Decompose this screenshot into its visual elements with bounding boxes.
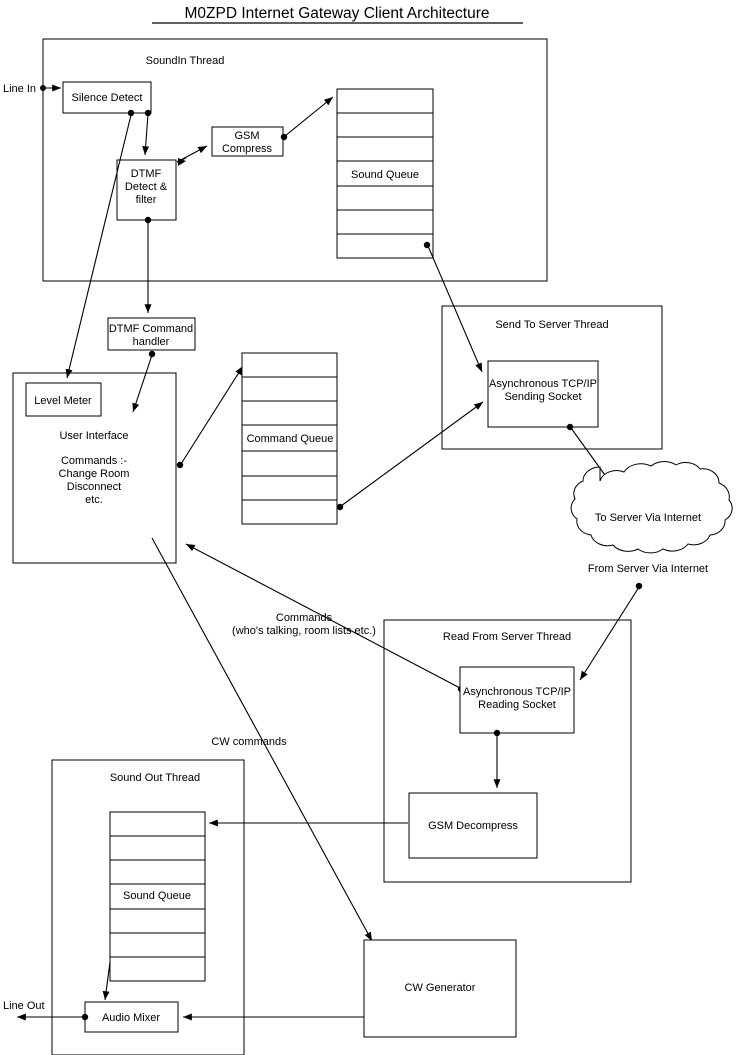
- user-interface-commands-line2: Change Room: [59, 468, 130, 480]
- internet-cloud-shape: [570, 461, 733, 554]
- edge-commandhandler-to-ui: [132, 354, 153, 413]
- dtmf-detect-label-line3: filter: [136, 194, 157, 206]
- silence-detect-out-dot-left: [127, 109, 135, 117]
- edge-readingsocket-to-ui: [185, 543, 461, 689]
- edge-dtmf-arrowhead: [178, 158, 186, 166]
- edge-silence-to-levelmeter: [65, 114, 132, 379]
- gsm-compress-label-line2: Compress: [222, 143, 273, 155]
- command-queue-label: Command Queue: [247, 433, 334, 445]
- read-from-server-thread-container: [383, 619, 632, 883]
- sound-queue-in-label: Sound Queue: [351, 169, 419, 181]
- sound-out-thread-label: Sound Out Thread: [110, 772, 200, 784]
- cloud-to-server-label: To Server Via Internet: [595, 512, 701, 524]
- async-tcp-sending-socket-box: [487, 360, 599, 428]
- edge-silence-to-dtmf: [142, 113, 150, 156]
- edge-soundqueueout-to-audiomixer: [102, 961, 111, 1001]
- dtmf-command-handler-label-line2: handler: [133, 336, 170, 348]
- async-tcp-reading-label-line2: Reading Socket: [478, 699, 556, 711]
- dtmf-detect-label-line1: DTMF: [131, 168, 162, 180]
- dtmf-detect-label-line2: Detect &: [125, 181, 168, 193]
- sound-queue-out-label: Sound Queue: [123, 890, 191, 902]
- silence-detect-label: Silence Detect: [72, 92, 143, 104]
- read-from-server-thread-label: Read From Server Thread: [443, 631, 571, 643]
- gsm-compress-box: [211, 126, 284, 157]
- edge-ui-to-commandqueue: [180, 365, 244, 465]
- sound-queue-in-box: [336, 88, 434, 259]
- command-queue-box: [241, 352, 338, 525]
- edge-ui-to-cwgenerator: [151, 537, 373, 942]
- dtmf-command-handler-box: [107, 317, 196, 351]
- gsm-decompress-label: GSM Decompress: [428, 820, 518, 832]
- sound-queue-out-box: [109, 811, 206, 982]
- cloud-from-server-label: From Server Via Internet: [588, 563, 708, 575]
- user-interface-container: [12, 372, 177, 564]
- send-to-server-thread-label: Send To Server Thread: [495, 319, 608, 331]
- user-interface-title: User Interface: [59, 430, 128, 442]
- sound-out-thread-container: [51, 759, 245, 1055]
- silence-detect-out-dot-right: [144, 109, 152, 117]
- soundin-thread-label: SoundIn Thread: [146, 55, 225, 67]
- user-interface-commands-line1: Commands :-: [61, 455, 127, 467]
- level-meter-box: [25, 382, 102, 417]
- edge-soundqueue-to-sendingsocket: [427, 245, 483, 373]
- commands-edge-label-line2: (who's talking, room lists etc.): [232, 625, 376, 637]
- async-tcp-reading-socket-box: [459, 666, 575, 734]
- dtmf-command-handler-label-line1: DTMF Command: [109, 323, 193, 335]
- async-tcp-reading-out-dot: [493, 729, 501, 737]
- audio-mixer-out-dot: [81, 1013, 89, 1021]
- gsm-compress-label-line1: GSM: [234, 130, 259, 142]
- async-tcp-sending-label-line2: Sending Socket: [504, 391, 581, 403]
- user-interface-commands-line4: etc.: [85, 494, 103, 506]
- level-meter-label: Level Meter: [34, 395, 92, 407]
- cw-generator-label: CW Generator: [405, 982, 476, 994]
- line-in-label: Line In: [3, 83, 36, 95]
- edge-cloud-to-readingsocket: [579, 586, 640, 681]
- soundin-thread-container: [42, 38, 548, 282]
- sound-queue-in-out-dot: [423, 241, 431, 249]
- async-tcp-sending-label-line1: Asynchronous TCP/IP: [489, 378, 597, 390]
- cw-commands-edge-label: CW commands: [211, 736, 287, 748]
- edge-commandqueue-to-sendingsocket: [340, 401, 484, 507]
- cw-generator-box: [363, 939, 517, 1038]
- cloud-from-server-out-dot: [635, 582, 643, 590]
- send-to-server-thread-container: [441, 305, 663, 450]
- edge-gsmcompress-to-soundqueue: [284, 96, 334, 137]
- line-in-junction-dot: [40, 85, 46, 91]
- user-interface-commands-line3: Disconnect: [67, 481, 121, 493]
- dtmf-detect-out-dot: [144, 216, 152, 224]
- dtmf-command-handler-out-dot: [148, 350, 156, 358]
- gsm-decompress-box: [408, 792, 538, 859]
- commands-edge-label-line1: Commands: [276, 612, 333, 624]
- silence-detect-box: [62, 81, 152, 114]
- line-out-label: Line Out: [3, 1000, 45, 1012]
- page-title: M0ZPD Internet Gateway Client Architectu…: [185, 5, 490, 22]
- async-tcp-reading-label-line1: Asynchronous TCP/IP: [463, 686, 571, 698]
- audio-mixer-label: Audio Mixer: [102, 1012, 160, 1024]
